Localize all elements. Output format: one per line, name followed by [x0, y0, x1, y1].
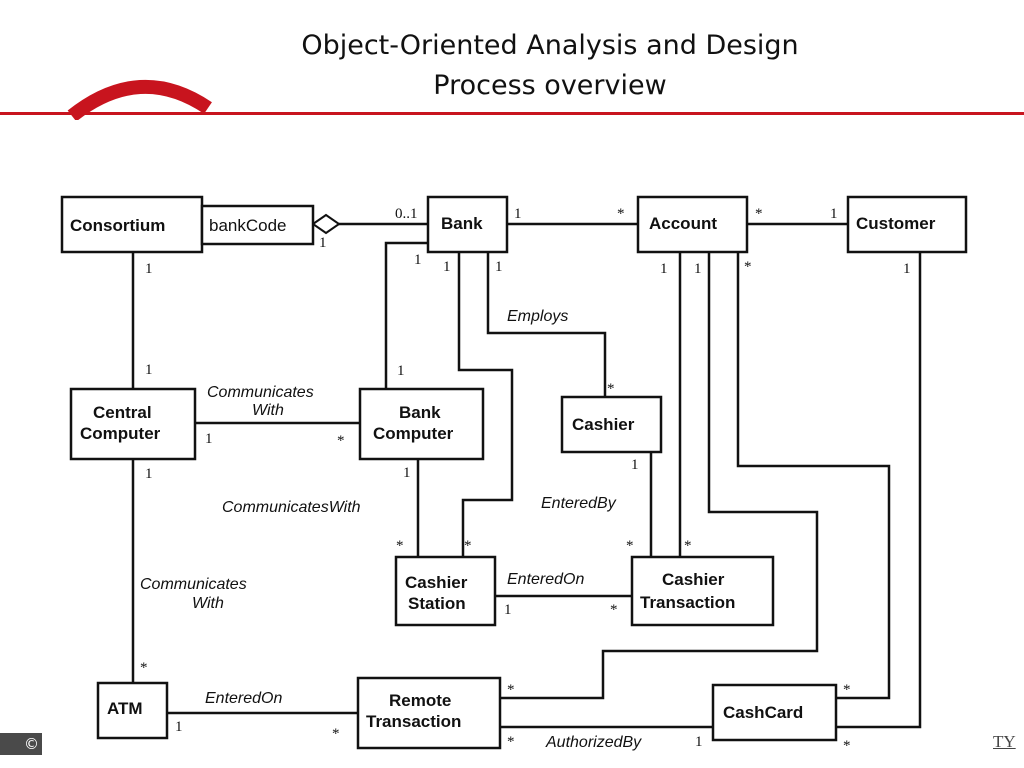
cashier-station-box	[394, 555, 497, 627]
atm-label: ATM	[107, 699, 143, 718]
cashier-transaction-label-2: Transaction	[640, 593, 735, 612]
mult-account-customer: *	[755, 206, 763, 222]
assoc-authorized-by: AuthorizedBy	[545, 734, 642, 751]
mult-ctrans-station: *	[610, 602, 618, 618]
bankcode-qualifier-box	[200, 204, 315, 246]
assoc-entered-on: EnteredOn	[507, 571, 584, 588]
mult-central-atm: 1	[145, 466, 153, 482]
assoc-employs: Employs	[507, 308, 568, 325]
bank-label: Bank	[441, 214, 483, 233]
account-box	[636, 195, 749, 254]
mult-station-bank: *	[464, 538, 472, 554]
copyright-badge: ©	[0, 733, 42, 755]
customer-label: Customer	[856, 214, 936, 233]
slide-title-line2: Process overview	[433, 70, 667, 101]
mult-bankcomputer-central: *	[337, 433, 345, 449]
mult-rtrans-account: *	[507, 682, 515, 698]
assoc-atm-communicates-2: With	[192, 595, 224, 612]
assoc-communicates-with-2: With	[252, 402, 284, 419]
mult-bank-bankcomputer: 1	[414, 252, 422, 268]
slide-title: Object-Oriented Analysis and Design Proc…	[300, 26, 800, 106]
aggregation-diamond-icon	[311, 213, 341, 235]
cashier-box	[560, 395, 663, 454]
mult-central-consortium: 1	[145, 362, 153, 378]
customer-box	[846, 195, 968, 254]
cashier-label: Cashier	[572, 415, 635, 434]
mult-station-bankcomputer: *	[396, 538, 404, 554]
assoc-communicates-with-1: Communicates	[207, 384, 314, 401]
remote-transaction-box	[356, 676, 502, 750]
mult-consortium-central: 1	[145, 261, 153, 277]
mult-cashcard-rtrans: 1	[695, 734, 703, 750]
mult-cashcard-customer: *	[843, 738, 851, 754]
mult-customer-cashcard: 1	[903, 261, 911, 277]
mult-bank-cashier: 1	[495, 259, 503, 275]
mult-bank-qualifier: 0..1	[395, 206, 418, 222]
mult-station-ctrans: 1	[504, 602, 512, 618]
bankcode-label: bankCode	[209, 216, 287, 235]
cashier-transaction-label-1: Cashier	[662, 570, 725, 589]
bank-computer-label-2: Computer	[373, 424, 454, 443]
mult-consortium-qualifier: 1	[319, 235, 327, 251]
consortium-label: Consortium	[70, 216, 165, 235]
assoc-communicates-with-single: CommunicatesWith	[222, 499, 361, 516]
mult-cashcard-account: *	[843, 682, 851, 698]
multiplicities: 0..1 1 1 * * 1 1 1 1 1 1 1 1 * 1 1 * 1 *…	[140, 206, 911, 754]
slide-title-line1: Object-Oriented Analysis and Design	[301, 30, 799, 61]
central-computer-label-1: Central	[93, 403, 152, 422]
mult-account-ctrans: 1	[660, 261, 668, 277]
footer-logo-mark: TY	[993, 732, 1016, 751]
cashier-station-label-1: Cashier	[405, 573, 468, 592]
assoc-entered-by: EnteredBy	[541, 495, 617, 512]
atm-box	[96, 681, 169, 740]
logo-arc-icon	[67, 79, 212, 120]
header-divider	[0, 112, 1024, 115]
cashcard-box	[711, 683, 838, 742]
remote-transaction-label-2: Transaction	[366, 712, 461, 731]
account-label: Account	[649, 214, 717, 233]
mult-ctrans-cashier: *	[626, 538, 634, 554]
bank-computer-label-1: Bank	[399, 403, 441, 422]
mult-bankcomputer-bank: 1	[397, 363, 405, 379]
mult-atm-rtrans: 1	[175, 719, 183, 735]
mult-cashier-ctrans: 1	[631, 457, 639, 473]
assoc-atm-entered-on: EnteredOn	[205, 690, 282, 707]
mult-bank-station: 1	[443, 259, 451, 275]
association-names: Communicates With CommunicatesWith Emplo…	[140, 308, 642, 751]
mult-rtrans-cashcard: *	[507, 734, 515, 750]
remote-transaction-label-1: Remote	[389, 691, 451, 710]
mult-bank-account: 1	[514, 206, 522, 222]
mult-bankcomputer-station: 1	[403, 465, 411, 481]
mult-account-rtrans: 1	[694, 261, 702, 277]
mult-account-cashcard: *	[744, 259, 752, 275]
class-labels: Consortium bankCode Bank Account Custome…	[70, 214, 936, 731]
cashcard-label: CashCard	[723, 703, 803, 722]
assoc-atm-communicates-1: Communicates	[140, 576, 247, 593]
mult-account-bank: *	[617, 206, 625, 222]
bank-computer-box	[358, 387, 485, 461]
central-computer-label-2: Computer	[80, 424, 161, 443]
mult-cashier-bank: *	[607, 381, 615, 397]
central-computer-box	[69, 387, 197, 461]
mult-rtrans-atm: *	[332, 726, 340, 742]
association-lines	[131, 222, 922, 729]
bank-box	[426, 195, 509, 254]
mult-customer-account: 1	[830, 206, 838, 222]
mult-atm-central: *	[140, 660, 148, 676]
mult-ctrans-account: *	[684, 538, 692, 554]
cashier-transaction-box	[630, 555, 775, 627]
class-boxes	[60, 195, 968, 750]
cashier-station-label-2: Station	[408, 594, 466, 613]
mult-central-bankcomputer: 1	[205, 431, 213, 447]
